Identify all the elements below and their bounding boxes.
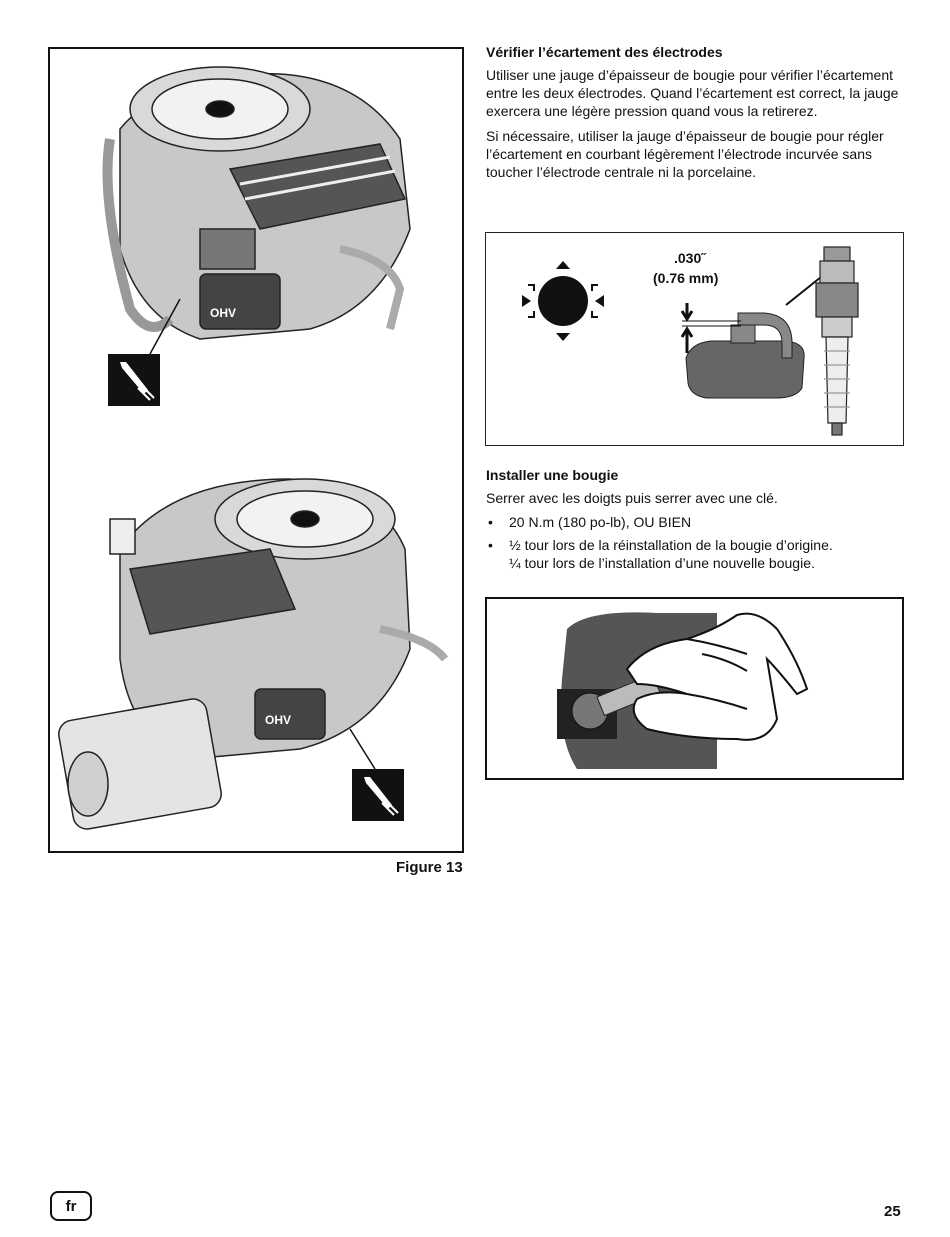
install-section: Installer une bougie Serrer avec les doi…	[486, 467, 906, 577]
electrode-closeup	[680, 303, 805, 399]
svg-text:OHV: OHV	[265, 713, 291, 727]
spark-plug-drawing	[815, 246, 859, 436]
install-intro: Serrer avec les doigts puis serrer avec …	[486, 490, 778, 506]
gap-inch-label: .030˝	[674, 250, 707, 266]
gap-paragraph-1: Utiliser une jauge d’épaisseur de bougie…	[486, 67, 899, 119]
electrode-gap-diagram: .030˝ (0.76 mm)	[485, 232, 904, 446]
figure-caption: Figure 13	[396, 859, 463, 876]
gap-paragraph-2: Si nécessaire, utiliser la jauge d’épais…	[486, 128, 884, 180]
spark-plug-icon	[352, 769, 404, 821]
install-plug-illustration	[485, 597, 904, 780]
engine-top-drawing: OHV	[102, 66, 411, 340]
page-number: 25	[884, 1203, 901, 1220]
engine-illustrations: OHV OHV	[58, 66, 449, 830]
spark-plug-leader-bottom	[349, 728, 376, 770]
language-badge: fr	[50, 1191, 92, 1221]
torque-item: 20 N.m (180 po-lb), OU BIEN	[486, 513, 906, 531]
spark-plug-leader-top	[149, 298, 181, 355]
gap-mm-label: (0.76 mm)	[653, 270, 718, 286]
figure-13-illustration: OHV OHV	[48, 47, 464, 853]
svg-text:OHV: OHV	[210, 306, 236, 320]
torque-item: ½ tour lors de la réinstallation de la b…	[486, 536, 906, 572]
gap-gauge-icon	[522, 261, 604, 341]
gap-section: Vérifier l’écartement des électrodes Uti…	[486, 44, 906, 181]
torque-list: 20 N.m (180 po-lb), OU BIEN ½ tour lors …	[486, 513, 906, 572]
gap-heading: Vérifier l’écartement des électrodes	[486, 44, 723, 60]
engine-bottom-drawing: OHV	[58, 478, 449, 830]
hand-drawing	[625, 612, 809, 741]
spark-plug-icon	[108, 354, 160, 406]
install-heading: Installer une bougie	[486, 467, 619, 483]
